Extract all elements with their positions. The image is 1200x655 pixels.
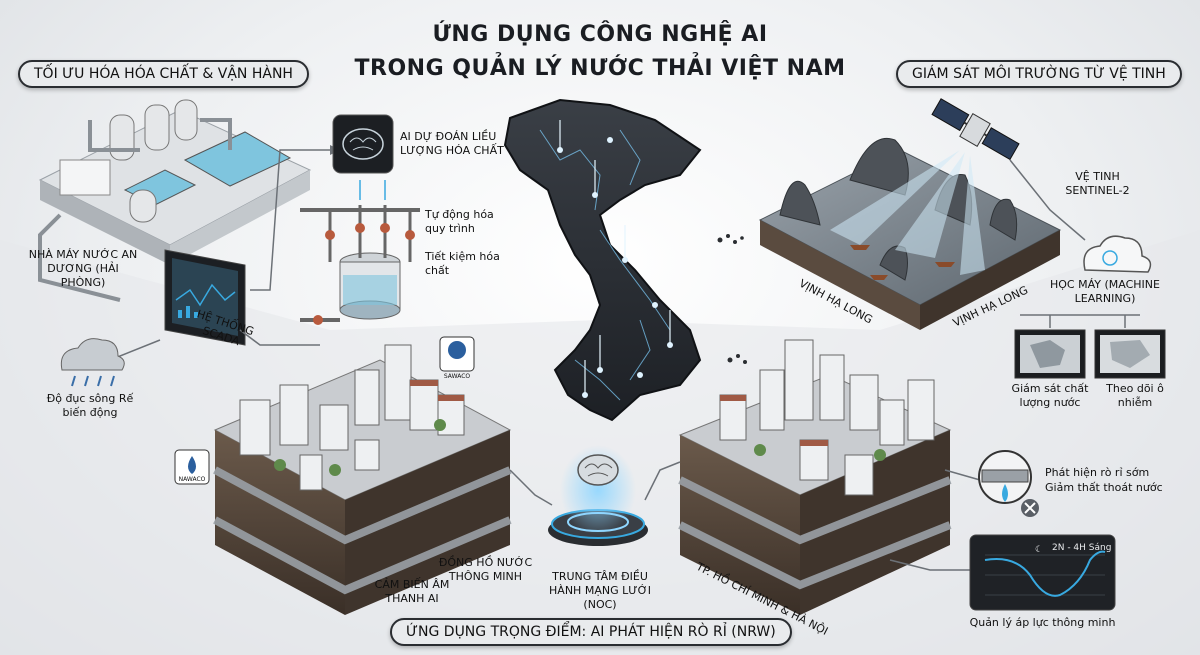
automation-label: Tự động hóa quy trình: [425, 208, 494, 235]
water-quality-label: Giám sát chất lượng nước: [1011, 382, 1089, 409]
pollution-label: Theo dõi ô nhiễm: [1106, 382, 1164, 409]
turbidity-label: Độ đục sông Rế biến động: [46, 392, 134, 419]
noc-hub: [548, 445, 648, 546]
nawaco-logo: [174, 449, 210, 485]
loss-reduce-label: Giảm thất thoát nước: [1045, 481, 1163, 494]
page-title-line1: ỨNG DỤNG CÔNG NGHỆ AI: [432, 22, 768, 47]
nawaco-text: NAWACO: [178, 476, 206, 483]
section-title-leak: ỨNG DỤNG TRỌNG ĐIỂM: AI PHÁT HIỆN RÒ RỈ …: [390, 618, 792, 646]
smart-meter-label: ĐỒNG HỒ NƯỚC THÔNG MINH: [438, 556, 533, 583]
pressure-label: Quản lý áp lực thông minh: [969, 616, 1116, 629]
satellite-icon: [931, 98, 1020, 161]
section-title-chemicals: TỐI ƯU HÓA HÓA CHẤT & VẬN HÀNH: [18, 60, 309, 88]
machine-learning-label: HỌC MÁY (MACHINE LEARNING): [1050, 278, 1160, 305]
rain-cloud-icon: [60, 338, 125, 387]
pressure-chart: ☾: [969, 534, 1116, 611]
ai-dosing-label: AI DỰ ĐOÁN LIỀU LƯỢNG HÓA CHẤT: [400, 130, 504, 157]
plant-label: NHÀ MÁY NƯỚC AN DƯƠNG (HẢI PHÒNG): [28, 248, 138, 289]
city-block-left: [213, 344, 512, 615]
leak-pipe-icon: [978, 450, 1032, 504]
monitor-screens: [1014, 329, 1166, 379]
sawaco-logo: [439, 336, 475, 372]
acoustic-sensor-label: CẢM BIẾN ÂM THANH AI: [374, 578, 450, 605]
svg-text:☾: ☾: [1035, 545, 1043, 555]
treatment-plant: [38, 99, 420, 361]
water-drop-icon: [1002, 484, 1008, 502]
noc-label: TRUNG TÂM ĐIỀU HÀNH MẠNG LƯỚI (NOC): [549, 570, 651, 611]
sawaco-text: SAWACO: [443, 373, 471, 380]
page-title-line2: TRONG QUẢN LÝ NƯỚC THẢI VIỆT NAM: [354, 56, 846, 81]
ai-brain-box: [332, 114, 394, 174]
cloud-icon: [1083, 235, 1152, 273]
brain-icon: [577, 454, 619, 486]
ha-long-block: [758, 138, 1062, 330]
chemical-saving-label: Tiết kiệm hóa chất: [425, 250, 500, 277]
satellite-label: VỆ TINH SENTINEL-2: [1065, 170, 1130, 197]
close-icon: [1021, 499, 1039, 517]
scada-monitor: [164, 249, 246, 346]
city-block-right: [678, 339, 952, 615]
vietnam-map: [503, 98, 747, 422]
leak-detect-label: Phát hiện rò rỉ sớm: [1045, 466, 1150, 479]
chart-time-label: 2N - 4H Sáng: [1052, 543, 1112, 553]
section-title-satellite: GIÁM SÁT MÔI TRƯỜNG TỪ VỆ TINH: [896, 60, 1182, 88]
